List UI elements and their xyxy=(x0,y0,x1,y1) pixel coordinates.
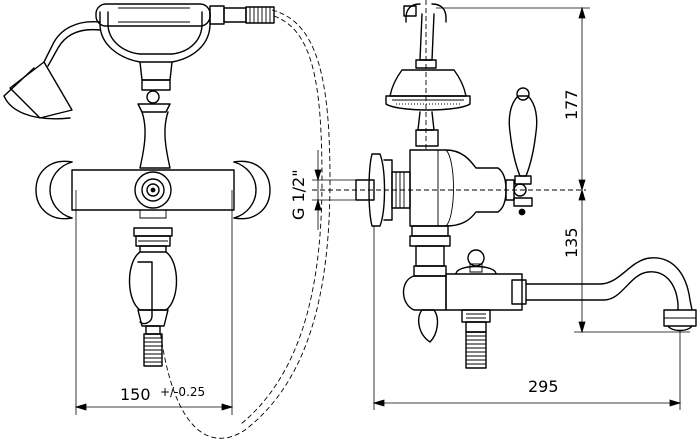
dimension-135: 135 xyxy=(562,188,690,334)
side-diverter xyxy=(402,225,527,369)
dimension-label-295: 295 xyxy=(528,377,559,396)
dimension-label-150: 150 xyxy=(120,385,151,404)
dimension-177: 177 xyxy=(436,6,590,192)
front-column xyxy=(137,61,173,169)
front-view: 150 +/-0.25 xyxy=(3,3,331,439)
lever-handle xyxy=(508,87,538,216)
dimension-label-177: 177 xyxy=(562,89,581,120)
dimension-label-135: 135 xyxy=(562,227,581,258)
bath-spout xyxy=(525,257,697,332)
shower-cradle xyxy=(95,3,275,63)
side-view: G 1/2" 177 135 295 xyxy=(289,0,697,410)
dimension-thread: G 1/2" xyxy=(289,150,366,230)
hand-shower-head xyxy=(3,21,101,120)
dimension-tolerance: +/-0.25 xyxy=(160,385,205,399)
shower-hose xyxy=(159,9,331,439)
dimension-295: 295 xyxy=(372,226,682,410)
dimension-label-thread: G 1/2" xyxy=(289,169,308,220)
front-diverter xyxy=(128,227,178,367)
mixer-body-front xyxy=(35,160,271,220)
side-cradle xyxy=(403,3,447,69)
side-body xyxy=(391,149,527,227)
dimension-150: 150 +/-0.25 xyxy=(74,190,234,415)
side-shower-rose xyxy=(385,69,471,111)
